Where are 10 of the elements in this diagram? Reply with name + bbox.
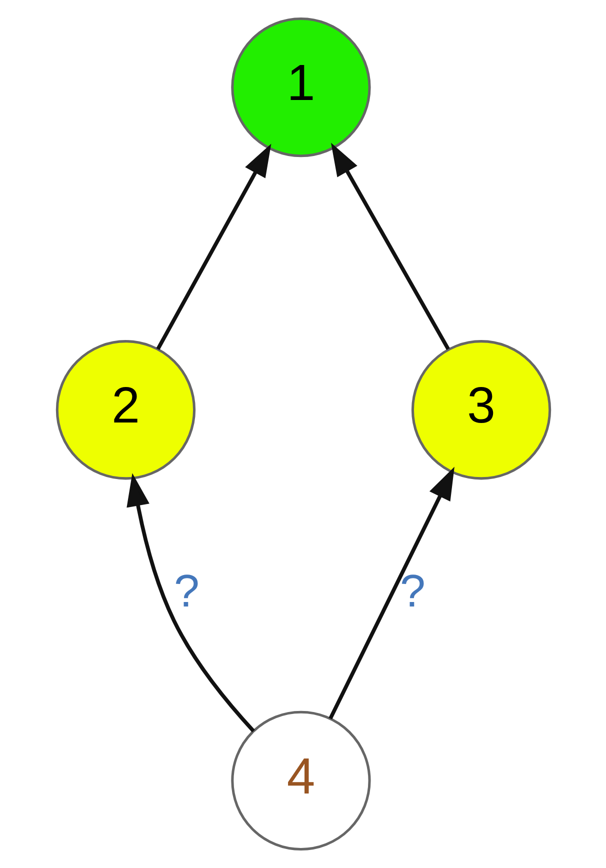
node-circle: 1 [230, 18, 370, 158]
arrow [328, 466, 454, 720]
arrow [126, 473, 254, 732]
node-circle: 2 [55, 340, 196, 480]
node-circle: 4 [230, 710, 370, 850]
edge-label: ? [173, 565, 199, 616]
arrow [156, 144, 271, 350]
arrow [330, 142, 450, 350]
edge-label: ? [399, 565, 425, 616]
node-circle: 3 [410, 340, 551, 480]
